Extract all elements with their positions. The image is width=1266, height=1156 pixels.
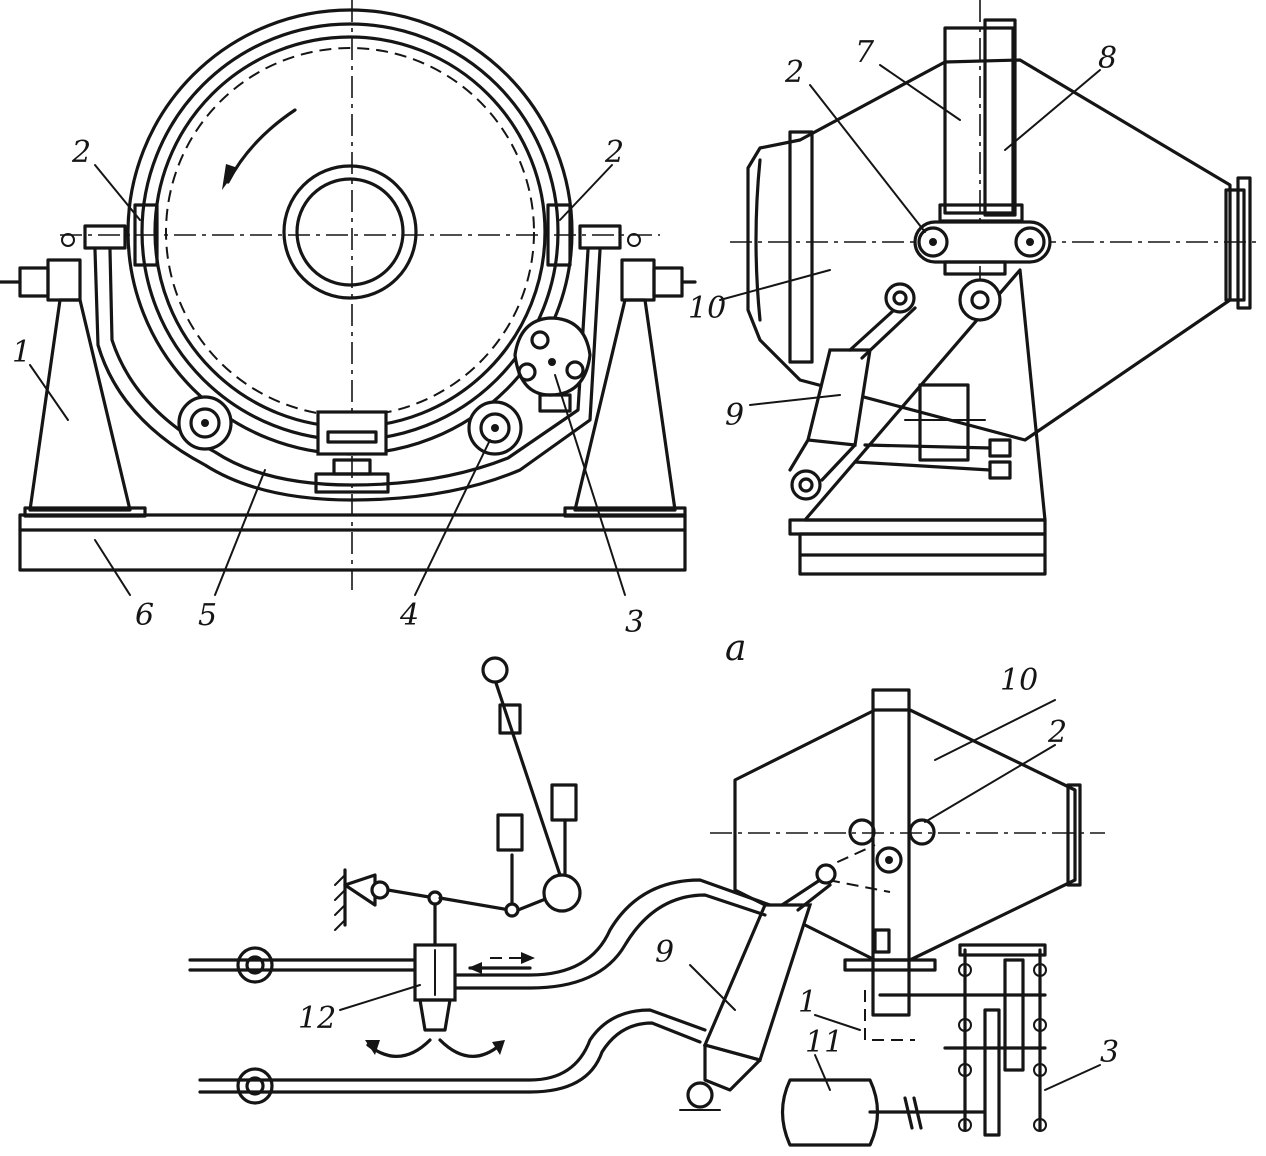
label-front-2-right: 2: [604, 135, 624, 170]
hydraulic-scheme: [188, 656, 1105, 1147]
label-scheme-2: 2: [1047, 715, 1067, 750]
side-stand-right: [573, 224, 697, 512]
label-scheme-11: 11: [805, 1025, 843, 1060]
leader-lines: [29, 64, 1101, 1091]
trunnion-beam: [913, 220, 1052, 276]
label-scheme-3: 3: [1100, 1035, 1119, 1070]
label-front-6: 6: [135, 598, 154, 633]
label-scheme-9: 9: [655, 935, 674, 970]
control-valve: [365, 943, 505, 1058]
label-side-2: 2: [784, 55, 804, 90]
hydraulic-cylinder-side: [788, 282, 917, 501]
hydraulic-cylinder: [679, 863, 837, 1111]
side-stand-left: [0, 224, 132, 512]
caption-a: a: [725, 628, 746, 669]
label-front-5: 5: [198, 598, 217, 633]
mixing-drum-front: [126, 8, 574, 456]
label-front-4: 4: [399, 598, 419, 633]
support-roller-left: [177, 395, 233, 451]
part-labels: 2 2 1 6 5 4 3 2 7 8 10 9 a 10 2 9 1 11 3…: [12, 35, 1119, 1070]
control-linkage: [334, 656, 582, 947]
base-frame: [18, 506, 687, 572]
scheme-drum: [733, 688, 1082, 1041]
tilting-stand: [803, 268, 1047, 522]
roller-left: [133, 203, 159, 267]
cradle-frame: [93, 248, 602, 502]
drive-gear: [513, 316, 592, 413]
mixing-drum-side: [746, 58, 1252, 442]
electric-motor: [780, 1078, 923, 1147]
hydraulic-lines: [188, 878, 772, 1105]
label-side-7: 7: [855, 35, 875, 70]
label-front-2-left: 2: [71, 135, 91, 170]
label-side-9: 9: [725, 398, 744, 433]
bottom-clamp: [314, 410, 390, 494]
support-roller-right: [467, 400, 523, 456]
label-scheme-10: 10: [1000, 663, 1038, 698]
gear-train: [868, 943, 1047, 1137]
side-view: [730, 0, 1262, 576]
roller-right: [546, 203, 572, 267]
front-view: [0, 0, 697, 590]
drum-ring: [938, 18, 1024, 223]
label-scheme-1: 1: [798, 985, 817, 1020]
side-base: [788, 518, 1047, 576]
label-scheme-12: 12: [298, 1001, 336, 1036]
label-front-1: 1: [12, 335, 31, 370]
label-front-3: 3: [625, 605, 644, 640]
label-side-10: 10: [688, 291, 726, 326]
label-side-8: 8: [1098, 41, 1117, 76]
